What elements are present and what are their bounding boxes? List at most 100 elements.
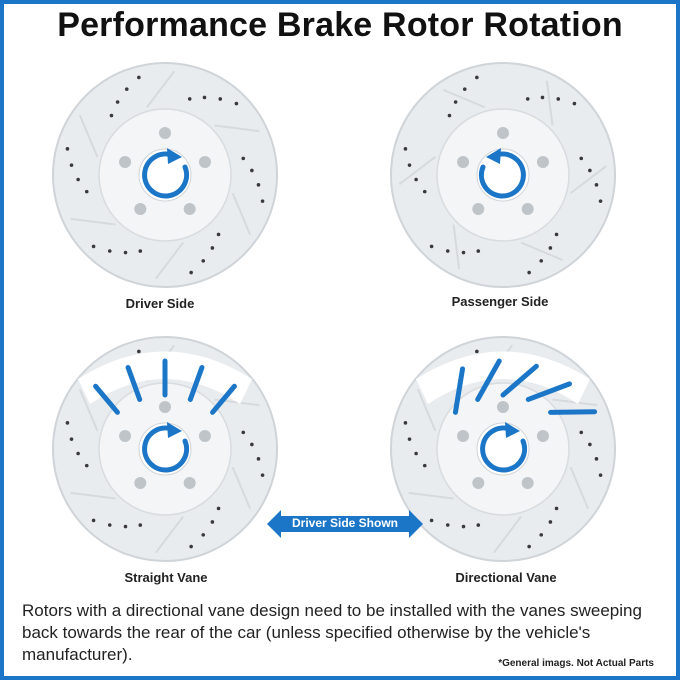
drilled-hole xyxy=(407,163,412,167)
drilled-hole xyxy=(475,349,479,354)
driver-side-rotor xyxy=(50,60,280,290)
drilled-hole xyxy=(124,87,129,91)
arrow-head xyxy=(486,148,501,164)
drilled-hole xyxy=(84,189,89,194)
rotor-slot xyxy=(231,192,252,236)
drilled-hole xyxy=(447,113,452,118)
drilled-hole xyxy=(588,168,592,173)
drilled-hole xyxy=(250,168,254,173)
drilled-hole xyxy=(201,533,206,537)
lug-hole xyxy=(472,202,485,215)
brake-rotor-graphic xyxy=(390,62,616,288)
rotor-slot xyxy=(493,516,522,554)
lug-hole xyxy=(457,430,470,443)
lug-hole xyxy=(159,401,171,413)
drilled-hole xyxy=(137,349,141,354)
lug-hole xyxy=(198,156,211,169)
drilled-hole xyxy=(525,97,530,101)
clockwise-arrow-icon xyxy=(142,425,190,473)
drilled-hole xyxy=(539,533,544,537)
drilled-hole xyxy=(210,520,215,524)
lug-hole xyxy=(521,202,534,215)
drilled-hole xyxy=(241,430,246,435)
lug-hole xyxy=(536,430,549,443)
drilled-hole xyxy=(189,270,193,275)
drilled-hole xyxy=(539,259,544,263)
passenger-side-rotor xyxy=(388,60,618,290)
rotor-slot xyxy=(78,388,99,432)
lug-hole xyxy=(134,202,147,215)
rotor-slot xyxy=(452,224,461,270)
drilled-hole xyxy=(598,199,603,203)
drilled-hole xyxy=(123,250,128,255)
drilled-hole xyxy=(554,506,559,511)
drilled-hole xyxy=(202,95,207,100)
drilled-hole xyxy=(594,457,599,461)
rotor-slot xyxy=(214,124,260,133)
drilled-hole xyxy=(201,259,206,263)
straight-vane xyxy=(125,365,143,402)
straight-vane xyxy=(187,365,205,402)
drilled-hole xyxy=(476,249,481,253)
drilled-hole xyxy=(548,246,553,250)
drilled-hole xyxy=(69,437,74,441)
straight-vane xyxy=(210,383,237,415)
drilled-hole xyxy=(84,463,89,468)
drilled-hole xyxy=(554,232,559,237)
drilled-hole xyxy=(187,97,192,101)
lug-hole xyxy=(521,476,534,489)
drilled-hole xyxy=(234,101,239,106)
drilled-hole xyxy=(189,544,193,549)
drilled-hole xyxy=(109,113,114,118)
directional-vane xyxy=(500,363,539,398)
drilled-hole xyxy=(429,518,434,523)
counterclockwise-arrow-icon xyxy=(478,151,526,199)
clockwise-arrow-icon xyxy=(142,151,190,199)
drilled-hole xyxy=(462,87,467,91)
drilled-hole xyxy=(461,524,466,529)
driver-side-shown-label: Driver Side Shown xyxy=(291,516,399,530)
drilled-hole xyxy=(250,442,254,447)
drilled-hole xyxy=(107,249,112,253)
arrow-head xyxy=(167,148,182,164)
lug-hole xyxy=(472,476,485,489)
drilled-hole xyxy=(598,473,603,477)
rotor-slot xyxy=(552,398,598,407)
directional-vane xyxy=(475,358,502,402)
directional-vane xyxy=(548,409,598,415)
lug-hole xyxy=(159,127,171,139)
drilled-hole xyxy=(216,506,221,511)
drilled-hole xyxy=(556,97,561,101)
rotor-slot xyxy=(78,114,99,158)
drilled-hole xyxy=(407,437,412,441)
drilled-hole xyxy=(107,523,112,527)
drilled-hole xyxy=(123,524,128,529)
drilled-hole xyxy=(579,156,584,161)
brake-rotor-graphic xyxy=(390,336,616,562)
drilled-hole xyxy=(256,457,261,461)
rotor-slot xyxy=(442,88,486,109)
straight-vane xyxy=(93,383,120,415)
drilled-hole xyxy=(414,177,418,182)
drilled-hole xyxy=(572,101,577,106)
drilled-hole xyxy=(461,250,466,255)
lug-hole xyxy=(119,430,132,443)
lug-hole xyxy=(536,156,549,169)
rotor-slot xyxy=(231,466,252,510)
drilled-hole xyxy=(115,100,120,104)
drilled-hole xyxy=(256,183,261,187)
directional-vane-caption: Directional Vane xyxy=(455,570,557,585)
drilled-hole xyxy=(445,249,450,253)
lug-hole xyxy=(457,156,470,169)
drilled-hole xyxy=(527,544,531,549)
drilled-hole xyxy=(76,451,80,456)
drilled-hole xyxy=(540,95,545,100)
lug-hole xyxy=(119,156,132,169)
lug-hole xyxy=(497,127,509,139)
directional-vane xyxy=(452,366,466,415)
drilled-hole xyxy=(241,156,246,161)
directional-vane-rotor xyxy=(388,334,618,564)
page-title: Performance Brake Rotor Rotation xyxy=(57,6,623,44)
rotor-slot xyxy=(520,241,564,262)
straight-vane-rotor xyxy=(50,334,280,564)
